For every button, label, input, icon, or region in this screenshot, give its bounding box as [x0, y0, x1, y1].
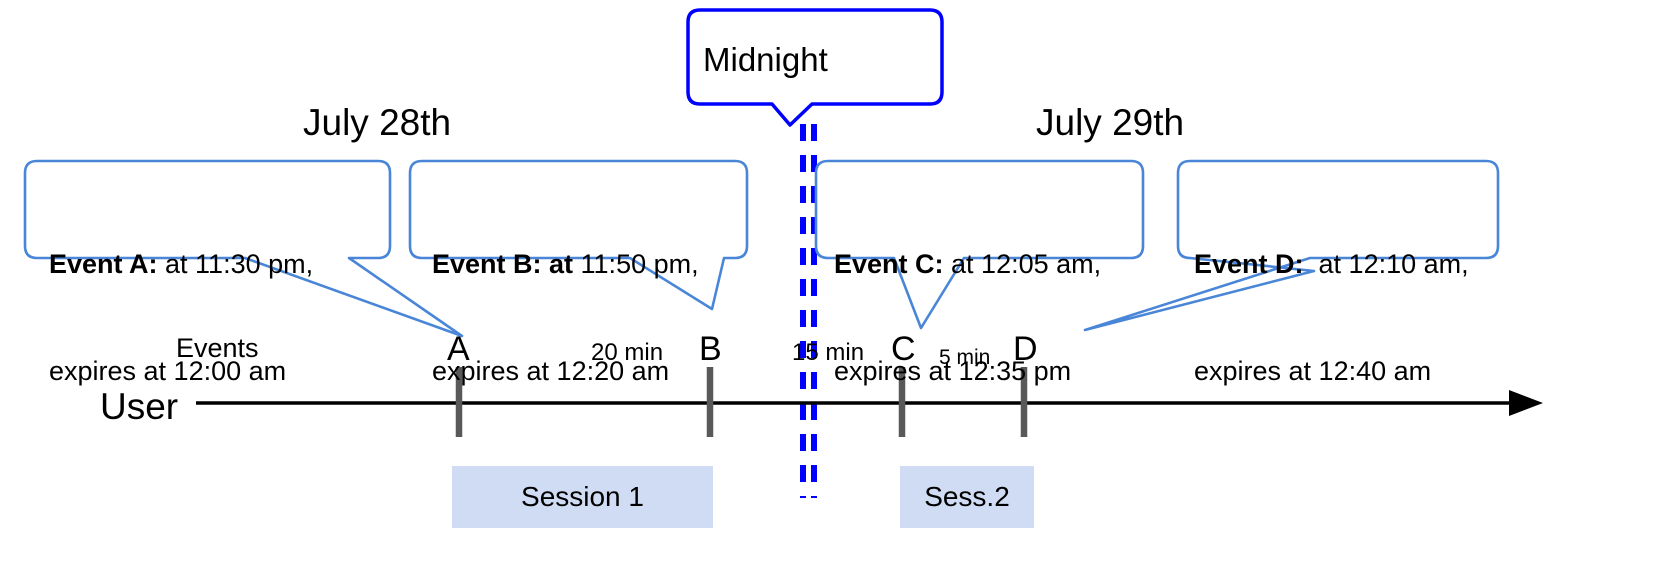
event-a-bold: Event A:: [49, 249, 158, 280]
event-a-line1-rest: at 11:30 pm,: [157, 249, 314, 280]
session-box-1: Session 1: [452, 466, 713, 528]
gap-label-b-to-c: 15 min: [792, 339, 865, 366]
session-box-2: Sess.2: [900, 466, 1034, 528]
event-c-line1-rest: at 12:05 am,: [943, 249, 1102, 280]
gap-label-a-to-b: 20 min: [591, 339, 664, 366]
event-c-line2: expires at 12:35 pm: [834, 356, 1072, 387]
row-label-events: Events: [176, 333, 259, 363]
event-a-callout-shape: [23, 159, 464, 338]
event-d-line2: expires at 12:40 am: [1194, 356, 1432, 387]
event-a-callout-text: Event A: at 11:30 pm, expires at 12:00 a…: [49, 176, 313, 461]
event-b-callout-text: Event B: at 11:50 pm, expires at 12:20 a…: [432, 176, 699, 461]
event-d-callout-shape: [1083, 159, 1500, 332]
event-b-line2: expires at 12:20 am: [432, 356, 670, 387]
event-d-callout-text: Event D: at 12:10 am, expires at 12:40 a…: [1194, 176, 1469, 461]
event-b-line1-rest: 11:50 pm,: [573, 249, 699, 280]
date-label-july-29: July 29th: [1036, 102, 1185, 143]
event-letter-a: A: [447, 330, 470, 368]
event-c-bold: Event C:: [834, 249, 944, 280]
row-label-user: User: [100, 386, 179, 427]
event-letter-b: B: [699, 330, 722, 368]
midnight-callout-shape: [686, 8, 944, 127]
midnight-label: Midnight: [703, 41, 828, 78]
event-c-callout-text: Event C: at 12:05 am, expires at 12:35 p…: [834, 176, 1101, 461]
event-d-bold: Event D:: [1194, 249, 1304, 280]
session-2-label: Sess.2: [924, 481, 1010, 512]
event-a-line2: expires at 12:00 am: [49, 356, 287, 387]
event-letter-c: C: [891, 330, 916, 368]
gap-label-c-to-d: 5 min: [939, 346, 991, 369]
date-label-july-28: July 28th: [303, 102, 452, 143]
timeline-axis-arrowhead: [1509, 390, 1543, 416]
event-b-bold: Event B: at: [432, 249, 574, 280]
event-b-callout-shape: [408, 159, 749, 311]
session-1-label: Session 1: [521, 481, 644, 512]
event-letter-d: D: [1013, 330, 1038, 368]
event-d-line1-rest: at 12:10 am,: [1303, 249, 1469, 280]
event-c-callout-shape: [814, 159, 1145, 330]
